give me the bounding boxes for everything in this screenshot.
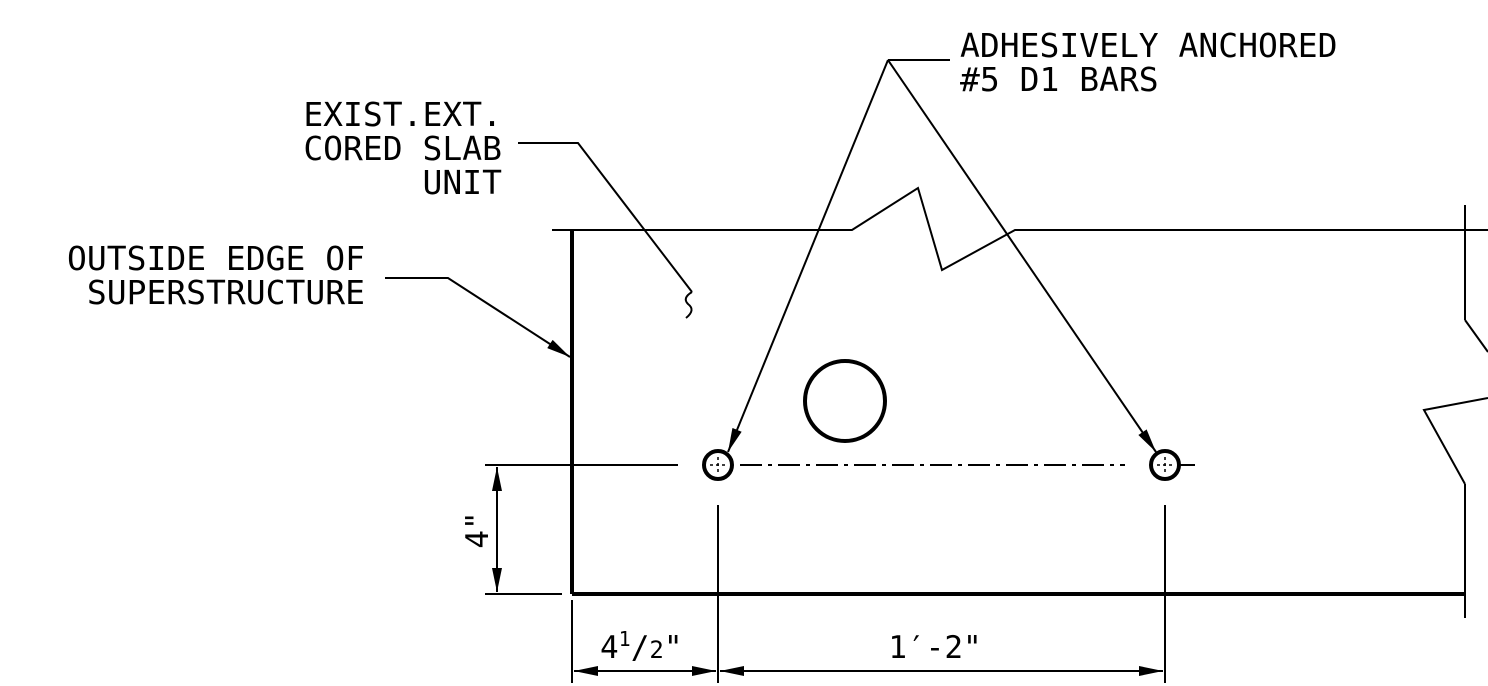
dimension-vertical-4in: 4" bbox=[460, 467, 562, 595]
bar-left-circle bbox=[702, 449, 734, 481]
dimension-label-4-half: 41/2" bbox=[600, 627, 683, 666]
dimension-4-half-slash: / bbox=[631, 630, 650, 666]
label-outside-edge-line-2: SUPERSTRUCTURE bbox=[87, 273, 365, 312]
bar-right bbox=[1149, 449, 1181, 481]
label-exist-slab-line-1: EXIST.EXT. bbox=[303, 95, 502, 134]
label-outside-edge: OUTSIDE EDGE OF SUPERSTRUCTURE bbox=[67, 239, 571, 358]
dimension-horizontal: 41/2" 1′-2" bbox=[571, 505, 1166, 683]
leader-exist-slab bbox=[518, 142, 693, 293]
label-adhesive-bars: ADHESIVELY ANCHORED #5 D1 BARS bbox=[727, 26, 1338, 453]
slab-outline bbox=[552, 186, 1488, 618]
leader-adhesive-to-right-bar bbox=[887, 59, 1157, 453]
label-exist-slab-line-2: CORED SLAB bbox=[303, 129, 502, 168]
label-outside-edge-line-1: OUTSIDE EDGE OF bbox=[67, 239, 365, 278]
dimension-4-half-numerator: 1 bbox=[619, 627, 631, 651]
dimension-label-4in: 4" bbox=[460, 511, 496, 548]
slab-right-break-line bbox=[1464, 319, 1488, 353]
leader-outside-edge bbox=[385, 277, 571, 358]
leader-exist-slab-squiggle bbox=[684, 291, 693, 319]
label-adhesive-line-1: ADHESIVELY ANCHORED bbox=[960, 26, 1338, 65]
dimension-4-half-denominator: 2 bbox=[649, 636, 663, 664]
leader-adhesive-to-left-bar bbox=[727, 59, 889, 453]
slab-core-void bbox=[803, 359, 887, 443]
label-adhesive-line-2: #5 D1 BARS bbox=[960, 60, 1159, 99]
slab-top-break-line bbox=[552, 186, 1488, 272]
dimension-label-1ft-2in: 1′-2" bbox=[888, 630, 981, 666]
dimension-4-half-inch: " bbox=[664, 630, 683, 666]
label-exist-slab-line-3: UNIT bbox=[423, 163, 503, 202]
bar-right-circle bbox=[1149, 449, 1181, 481]
label-exist-cored-slab: EXIST.EXT. CORED SLAB UNIT bbox=[303, 95, 693, 319]
bar-left bbox=[702, 449, 734, 481]
dimension-4-half-whole: 4 bbox=[600, 630, 619, 666]
slab-right-break-line-lower bbox=[1422, 397, 1488, 485]
